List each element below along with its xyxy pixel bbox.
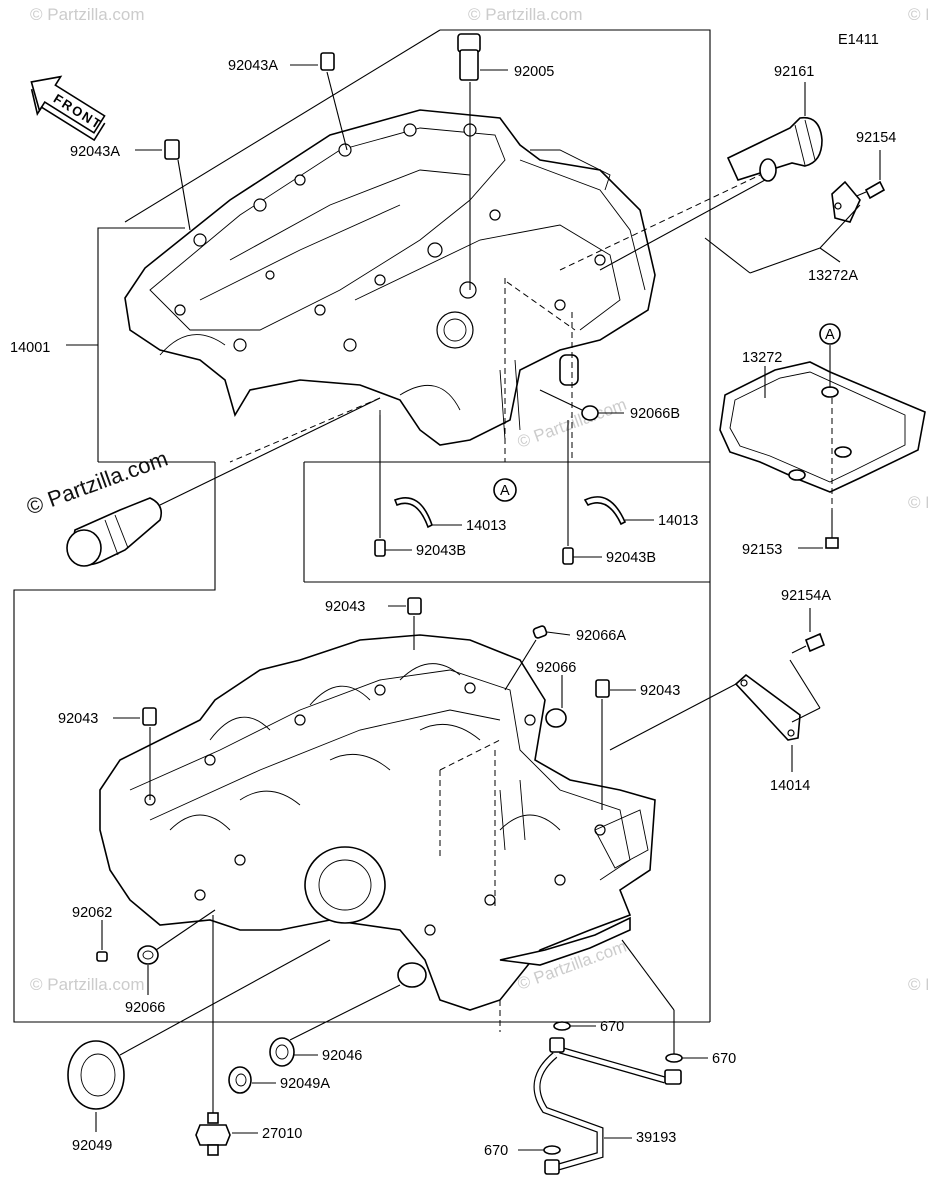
- watermark-text: © Partzilla.com: [30, 975, 145, 994]
- bolt-92154A: 92154A: [781, 588, 831, 654]
- callout-92161: 92161: [774, 64, 814, 80]
- oring-670-top: 670: [553, 1019, 624, 1035]
- callout-92154: 92154: [856, 130, 896, 146]
- callout-670-bottom: 670: [484, 1143, 508, 1159]
- callout-92005: 92005: [514, 64, 554, 80]
- upper-crankcase-14001: [124, 109, 656, 446]
- callout-27010: 27010: [262, 1126, 302, 1142]
- oil-pipe-39193: 39193: [533, 1037, 682, 1175]
- switch-27010: 27010: [195, 915, 302, 1156]
- callout-92062: 92062: [72, 905, 112, 921]
- lower-crankcase: [99, 634, 656, 1011]
- dowel-92043B-left: 92043B: [374, 415, 466, 559]
- callout-92066-mid: 92066: [536, 660, 576, 676]
- cover-13272A: 13272A: [704, 180, 861, 284]
- fitting-92005: 92005: [457, 33, 554, 290]
- dowel-92043A-left: 92043A: [70, 139, 191, 231]
- spline-shaft-92161: 92161: [599, 64, 823, 271]
- gasket-marker-A: A: [825, 327, 835, 343]
- watermark-text: © Partzilla.com: [908, 493, 928, 512]
- watermark-text: © Partzilla.com: [468, 5, 583, 24]
- callout-39193: 39193: [636, 1130, 676, 1146]
- callout-14001: 14001: [10, 340, 50, 356]
- callout-92043B-right: 92043B: [606, 550, 656, 566]
- left-spline-shaft: [66, 397, 381, 567]
- seal-92049A: 92049A: [228, 1066, 330, 1094]
- diagram-code: E1411: [838, 32, 879, 48]
- plug-92066-mid: 92066: [536, 660, 576, 728]
- callout-92153: 92153: [742, 542, 782, 558]
- dowel-92043-top: 92043: [325, 597, 422, 650]
- callout-14013-right: 14013: [658, 513, 698, 529]
- bolt-92154: 92154: [851, 130, 896, 200]
- callout-92066-left: 92066: [125, 1000, 165, 1016]
- upper-case-bracket: [13, 29, 711, 1023]
- plug-92066A: 92066A: [504, 625, 626, 691]
- marker-A-upper: A: [493, 478, 517, 502]
- callout-92154A: 92154A: [781, 588, 831, 604]
- plate-14014: 14014: [609, 659, 821, 794]
- callout-92049: 92049: [72, 1138, 112, 1154]
- callout-92066B: 92066B: [630, 406, 680, 422]
- front-direction-arrow: FRONT: [30, 75, 106, 142]
- callout-14014: 14014: [770, 778, 810, 794]
- marker-A-label: A: [500, 483, 510, 499]
- gasket-13272: A 13272: [719, 323, 926, 510]
- callout-14013-left: 14013: [466, 518, 506, 534]
- plug-92066-left: 92066: [125, 909, 216, 1016]
- watermark-text: © Partzilla.com: [908, 975, 928, 994]
- callout-670-right: 670: [712, 1051, 736, 1067]
- callout-92043-left: 92043: [58, 711, 98, 727]
- bearing-14013-right: 14013: [583, 496, 698, 529]
- callout-92046: 92046: [322, 1048, 362, 1064]
- dowel-92043A-top: 92043A: [228, 52, 348, 151]
- callout-92043-mid: 92043: [640, 683, 680, 699]
- callout-92043-top: 92043: [325, 599, 365, 615]
- seal-92049: 92049: [67, 939, 331, 1154]
- bolt-92153: 92153: [742, 510, 839, 558]
- callout-13272A: 13272A: [808, 268, 858, 284]
- callout-13272: 13272: [742, 350, 782, 366]
- callout-670-top: 670: [600, 1019, 624, 1035]
- bearing-92046: 92046: [269, 984, 401, 1067]
- callout-92066A: 92066A: [576, 628, 626, 644]
- watermark-text: © Partzilla.com: [30, 5, 145, 24]
- oring-670-right: 670: [621, 939, 736, 1067]
- watermark-text: © Partzilla.com: [908, 5, 928, 24]
- dowel-92043-left: 92043: [58, 707, 157, 800]
- callout-92043A-left: 92043A: [70, 144, 120, 160]
- lower-dashed-guides: [439, 739, 501, 1032]
- bearing-14013-left: 14013: [393, 497, 506, 534]
- callout-92043B-left: 92043B: [416, 543, 466, 559]
- callout-92049A: 92049A: [280, 1076, 330, 1092]
- plug-92062: 92062: [72, 905, 112, 962]
- dowel-92043-mid: 92043: [595, 679, 680, 810]
- dowel-92043B-right: 92043B: [562, 420, 656, 566]
- oring-670-bottom: 670: [484, 1143, 561, 1159]
- plug-92066B: 92066B: [539, 389, 680, 422]
- callout-92043A-top: 92043A: [228, 58, 278, 74]
